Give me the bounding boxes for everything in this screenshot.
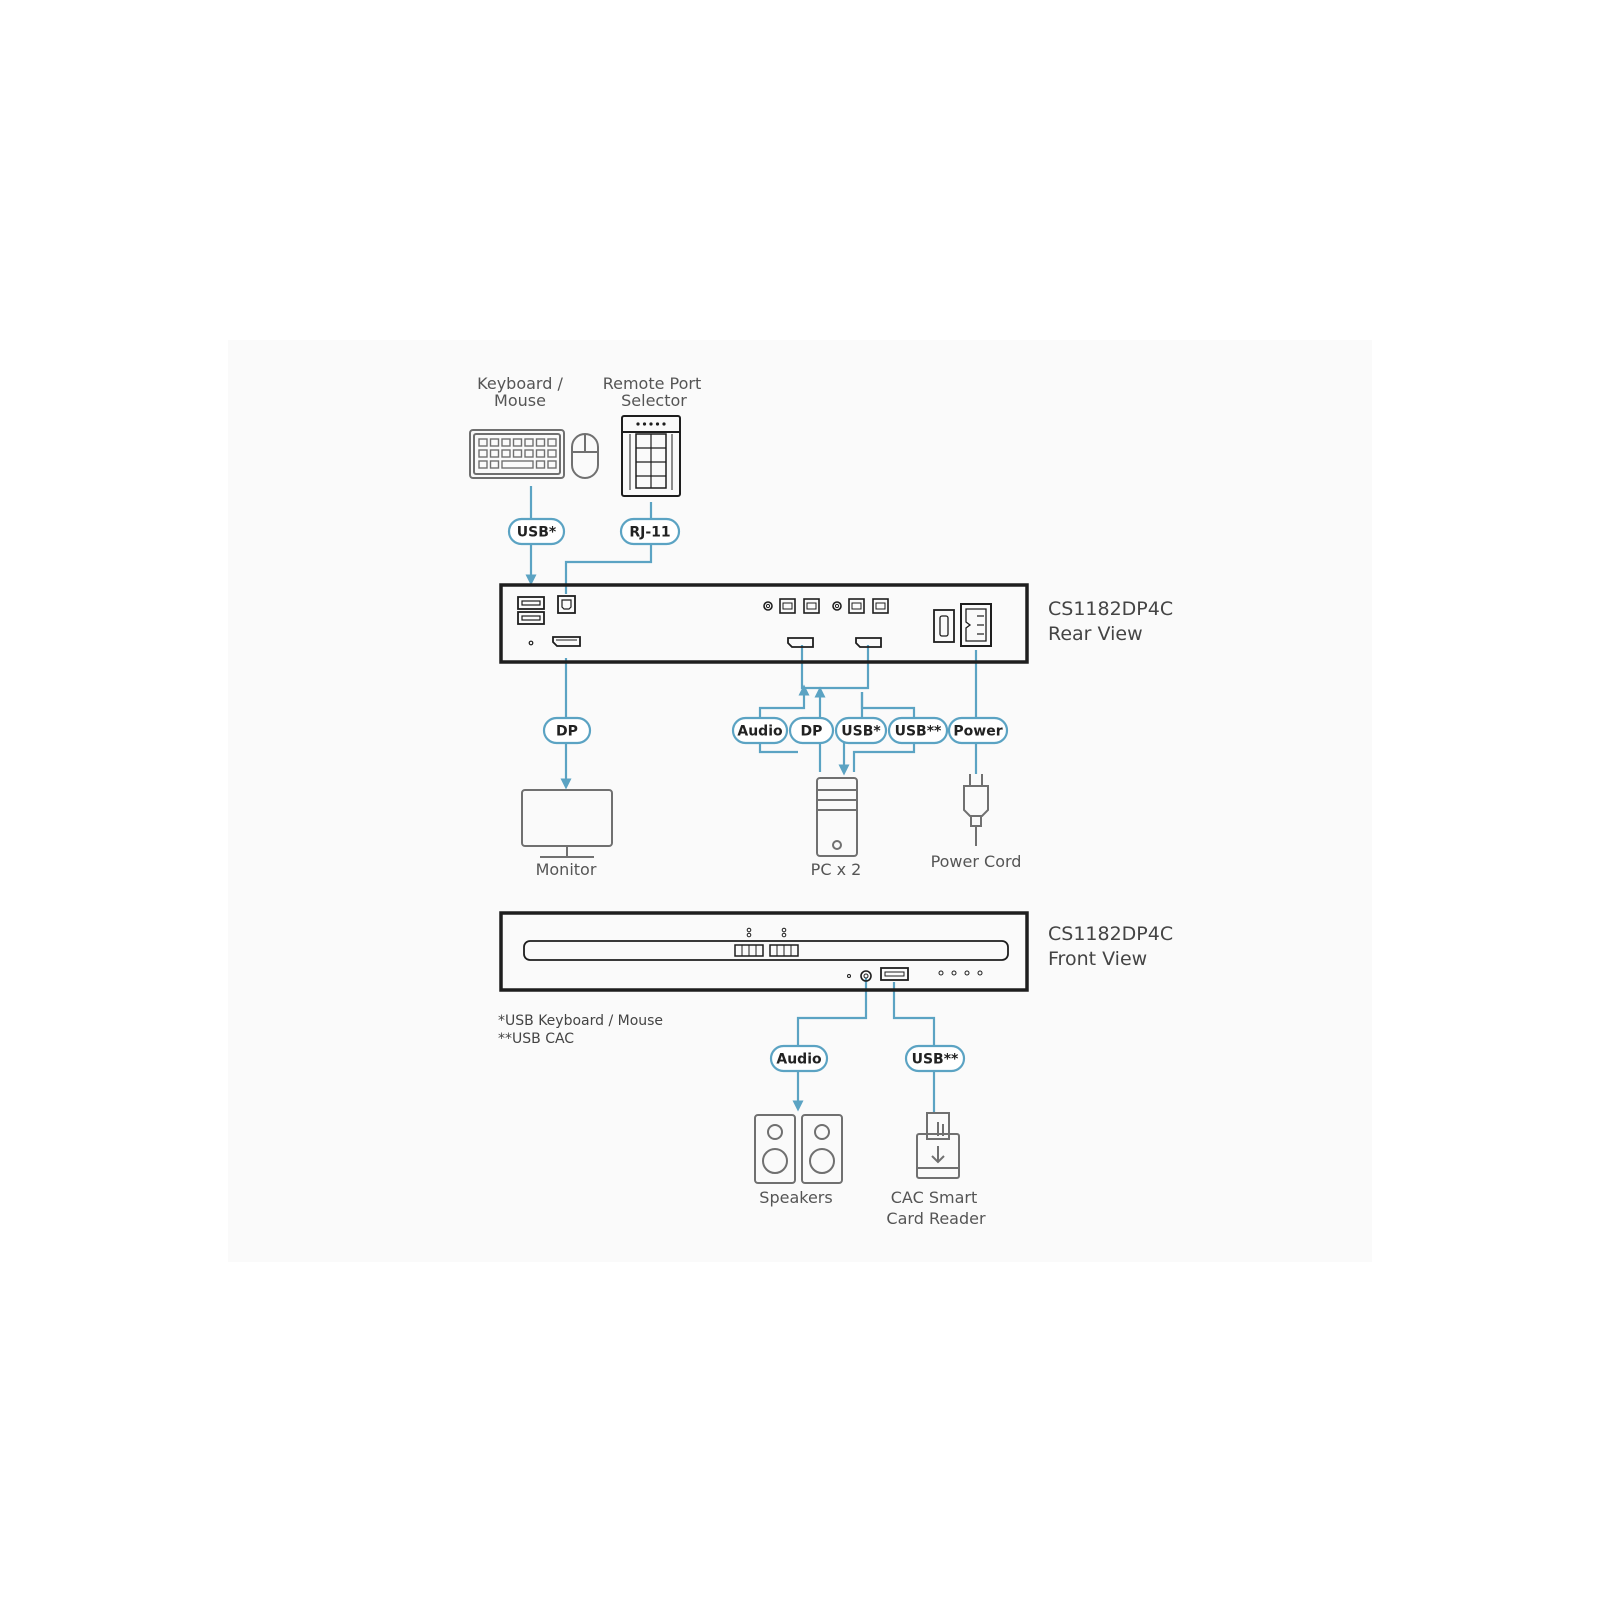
keyboard-key: [512, 449, 523, 458]
footnote-usb-keyboard-mouse: *USB Keyboard / Mouse: [498, 1013, 663, 1029]
speakers-label: Speakers: [759, 1188, 832, 1207]
keyboard-key: [524, 438, 534, 447]
badge-power: Power: [947, 716, 1009, 745]
cable-pc-bundle-top: [800, 645, 870, 690]
keyboard-key: [489, 460, 500, 469]
remote-port-selector-icon: [621, 415, 681, 497]
kvm-rear-unit: [499, 583, 1029, 664]
keyboard-spacebar: [501, 460, 534, 469]
speakers-icon: [754, 1114, 843, 1184]
remote-port-selector-label-line1: Remote Port: [603, 374, 702, 393]
badge-front-audio-text: Audio: [776, 1052, 822, 1068]
badge-front-usb-cac-text: USB**: [912, 1052, 959, 1068]
rear-unit-view: Rear View: [1048, 623, 1143, 645]
badge-dp-monitor: DP: [542, 716, 592, 745]
pc-label: PC x 2: [811, 860, 862, 879]
front-unit-model: CS1182DP4C: [1048, 923, 1173, 945]
badge-kb-usb: USB*: [507, 517, 566, 546]
keyboard-keys: [478, 438, 557, 469]
keyboard-key: [489, 438, 500, 447]
badge-pc-audio-text: Audio: [737, 724, 783, 740]
pc-tower-icon: [816, 777, 858, 857]
selector-led: [636, 422, 640, 426]
selector-led: [642, 422, 647, 426]
badge-pc-audio: Audio: [731, 716, 789, 745]
kvm-front-unit: [499, 911, 1029, 992]
badge-pc-usb-cac: USB**: [887, 716, 949, 745]
front-unit-view: Front View: [1048, 948, 1147, 970]
keyboard-key: [478, 438, 488, 447]
cable-pc-audio: [758, 684, 810, 754]
power-cord-label: Power Cord: [931, 852, 1022, 871]
keyboard-key: [547, 438, 557, 447]
keyboard-key: [535, 449, 546, 458]
keyboard-key: [501, 438, 511, 447]
selector-led: [649, 422, 653, 426]
power-plug-icon: [963, 774, 989, 846]
selector-led: [662, 422, 666, 426]
keyboard-key: [547, 460, 557, 469]
badge-pc-usb: USB*: [834, 716, 888, 745]
badge-pc-usb-text: USB*: [841, 724, 881, 740]
footnote-usb-cac: **USB CAC: [498, 1031, 574, 1047]
mouse-icon: [571, 433, 599, 479]
keyboard-key: [478, 460, 488, 469]
monitor-icon: [521, 789, 613, 858]
selector-led: [655, 422, 660, 426]
badge-dp-monitor-text: DP: [556, 724, 578, 740]
badge-rj11: RJ-11: [619, 517, 681, 546]
badge-pc-usb-cac-text: USB**: [895, 724, 942, 740]
badge-front-usb-cac: USB**: [904, 1044, 966, 1073]
remote-port-selector-label-line2: Selector: [621, 391, 687, 410]
badge-rj11-text: RJ-11: [629, 525, 670, 541]
keyboard-key: [524, 449, 534, 458]
keyboard-key: [535, 460, 546, 469]
monitor-label: Monitor: [536, 860, 597, 879]
cac-reader-label-line1: CAC Smart: [891, 1188, 978, 1207]
diagram-panel: [228, 340, 1372, 1262]
badge-pc-dp-text: DP: [801, 724, 823, 740]
keyboard-key: [547, 449, 557, 458]
keyboard-mouse-label-line2: Mouse: [494, 391, 546, 410]
keyboard-mouse-label-line1: Keyboard /: [477, 374, 563, 393]
cac-reader-label-line2: Card Reader: [886, 1209, 986, 1228]
badge-front-audio: Audio: [769, 1044, 829, 1073]
keyboard-key: [512, 438, 523, 447]
badge-power-text: Power: [953, 724, 1002, 740]
keyboard-key: [478, 449, 488, 458]
remote-port-selector-leds: [636, 422, 666, 426]
rear-unit-model: CS1182DP4C: [1048, 598, 1173, 620]
keyboard-icon: [469, 429, 565, 479]
cac-reader-icon: [916, 1112, 960, 1179]
keyboard-key: [489, 449, 500, 458]
keyboard-key: [501, 449, 511, 458]
badge-pc-dp: DP: [788, 716, 835, 745]
badge-kb-usb-text: USB*: [517, 525, 557, 541]
keyboard-key: [535, 438, 546, 447]
